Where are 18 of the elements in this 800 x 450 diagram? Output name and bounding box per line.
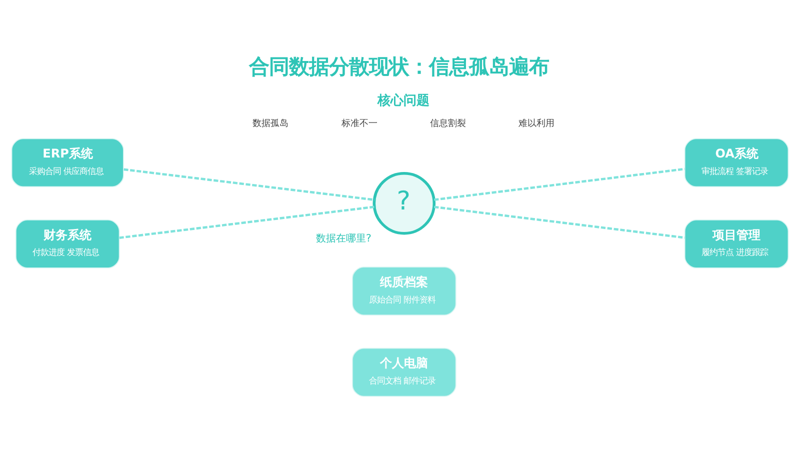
connector — [434, 167, 685, 200]
node-box: 个人电脑 合同文档 邮件记录 — [352, 347, 456, 396]
node-box: 纸质档案 原始合同 附件资料 — [352, 266, 456, 316]
diagram-title: 合同数据分散现状：信息孤岛遍布 — [249, 54, 550, 78]
label: 信息割裂 — [430, 117, 466, 128]
connector — [124, 168, 374, 200]
connector — [434, 205, 685, 238]
label: 难以利用 — [518, 117, 555, 128]
node-box: 项目管理 履约节点 进度跟踪 — [684, 219, 789, 268]
node-box: ERP系统 采购合同 供应商信息 — [11, 138, 124, 187]
node-label: 数据在哪里? — [316, 232, 372, 244]
label: 数据孤岛 — [252, 117, 289, 128]
label: 标准不一 — [341, 117, 378, 128]
connector — [119, 205, 374, 238]
node-circle: ? — [372, 171, 436, 234]
node-box: OA系统 审批流程 签署记录 — [684, 138, 789, 187]
node-box: 财务系统 付款进度 发票信息 — [15, 219, 120, 268]
label: 核心问题 — [377, 93, 430, 108]
